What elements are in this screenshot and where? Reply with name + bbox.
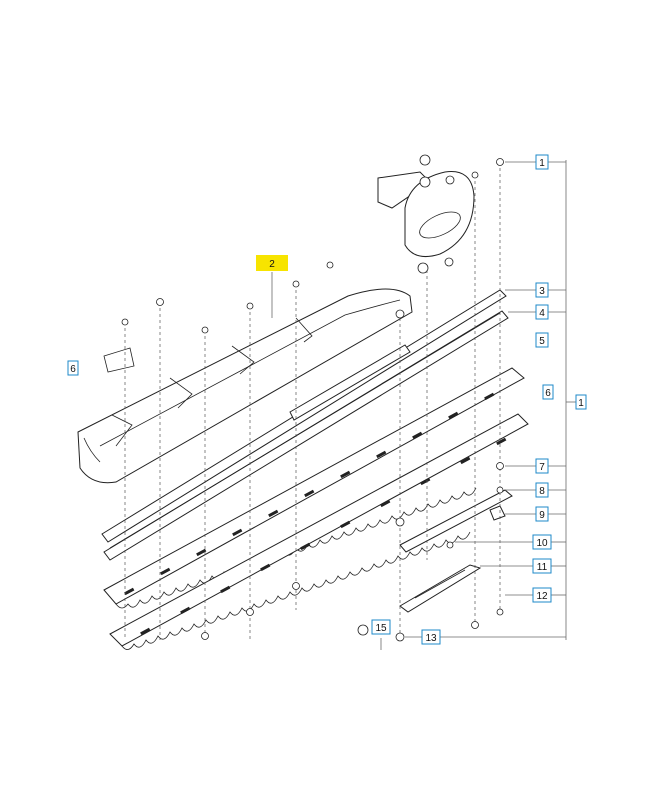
- callout-2: 2: [256, 255, 288, 271]
- callout-6: 6: [67, 360, 79, 376]
- callout-label: 15: [375, 623, 387, 634]
- callout-4: 4: [535, 304, 549, 320]
- callout-label: 8: [539, 486, 545, 497]
- gear-housing: [377, 154, 475, 274]
- callout-label: 6: [70, 364, 76, 375]
- callout-13: 13: [421, 629, 441, 645]
- callout-11: 11: [532, 558, 552, 574]
- callout-label: 3: [539, 286, 545, 297]
- callout-label: 12: [536, 591, 548, 602]
- callout-10: 10: [532, 534, 552, 550]
- callout-label: 1: [539, 158, 545, 169]
- callout-12: 12: [532, 587, 552, 603]
- callout-label: 5: [539, 336, 545, 347]
- callout-7: 7: [535, 458, 549, 474]
- blade-guard: [77, 288, 413, 484]
- callout-label: 13: [425, 633, 437, 644]
- blade-plates: [101, 289, 509, 561]
- callout-3: 3: [535, 282, 549, 298]
- callout-1: 1: [535, 154, 549, 170]
- lower-cutter-blade: [109, 413, 529, 650]
- callout-label: 2: [269, 259, 275, 270]
- callout-label: 4: [539, 308, 545, 319]
- callout-9: 9: [535, 506, 549, 522]
- fasteners: [121, 158, 504, 642]
- callout-label: 9: [539, 510, 545, 521]
- callout-label: 7: [539, 462, 545, 473]
- spacer-plates: [399, 489, 513, 613]
- callout-15: 15: [371, 619, 391, 635]
- callout-1: 1: [575, 394, 587, 410]
- callout-label: 10: [536, 538, 548, 549]
- callout-5: 5: [535, 332, 549, 348]
- upper-cutter-blade: [103, 367, 525, 609]
- callout-6: 6: [542, 384, 554, 400]
- callout-label: 6: [545, 388, 551, 399]
- callout-label: 11: [537, 562, 548, 573]
- callout-8: 8: [535, 482, 549, 498]
- assembly-lines: [124, 162, 501, 640]
- callout-label: 1: [578, 398, 584, 409]
- leader-lines: [271, 160, 576, 650]
